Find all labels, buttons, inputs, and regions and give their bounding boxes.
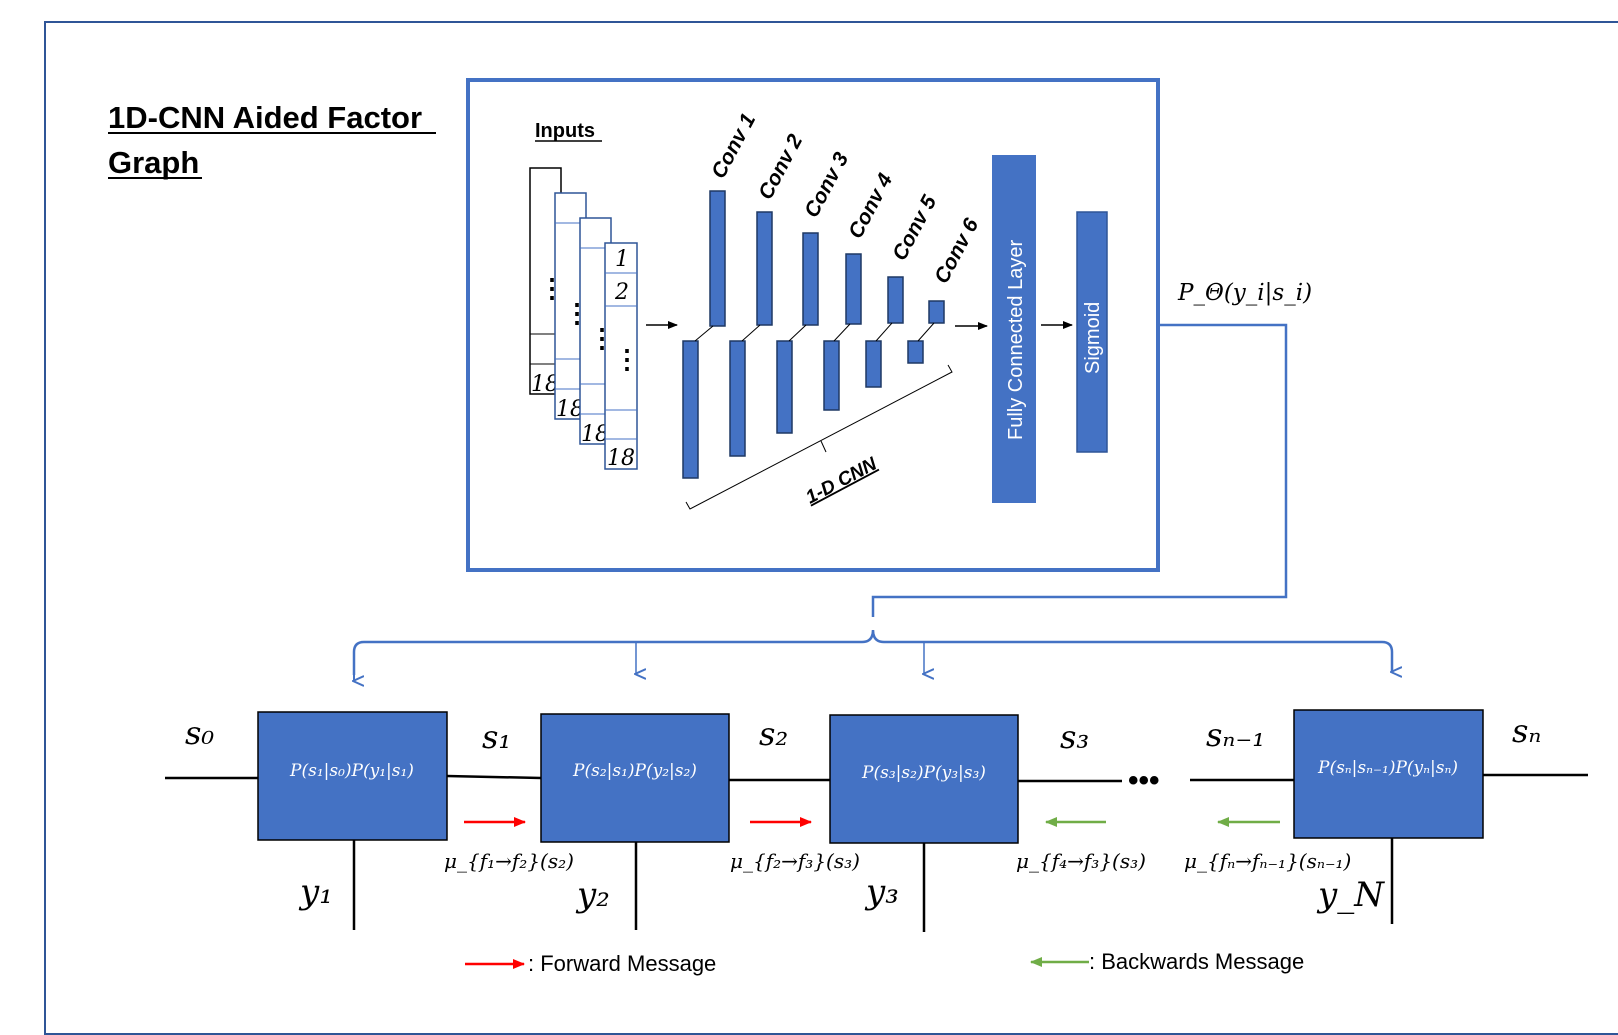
- observation-label-y3: y₃: [864, 872, 899, 912]
- input-stack: ⋮ 18 ⋮ 18 ⋮ 18 1 2 ⋮ 18: [529, 167, 640, 471]
- cnn-bracket: [685, 364, 953, 510]
- input-cell-second: 2: [614, 280, 629, 305]
- conv2-upper-bar: [756, 211, 773, 326]
- conv-stack: [682, 190, 945, 479]
- state-label-s3: s₃: [1060, 718, 1089, 756]
- factor-box-3-label: P(s₃|s₂)P(y₃|s₃): [861, 763, 986, 783]
- chain-ellipsis: •••: [1128, 764, 1160, 797]
- factor-box-2-label: P(s₂|s₁)P(y₂|s₂): [572, 761, 697, 781]
- conv4-connector: [833, 323, 851, 342]
- conv6-upper-bar: [928, 300, 945, 324]
- sigmoid-label: Sigmoid: [1082, 302, 1104, 374]
- conv3-connector: [788, 324, 807, 342]
- title-line-2: Graph: [108, 145, 199, 180]
- input-dots: ⋮: [614, 344, 640, 374]
- message-label-2: μ_{f₂→f₃}(s₃): [730, 849, 860, 873]
- conv3-label: Conv 3: [800, 148, 853, 221]
- factor-box-2: [540, 713, 730, 843]
- input-cell-first: 1: [615, 247, 629, 272]
- input-cell-last: 18: [607, 446, 635, 471]
- conv5-upper-bar: [887, 276, 904, 324]
- conv5-label: Conv 5: [888, 191, 941, 264]
- conv2-lower-bar: [729, 340, 746, 457]
- factor-box-n-label: P(sₙ|sₙ₋₁)P(yₙ|sₙ): [1317, 758, 1458, 778]
- factor-box-1: [257, 711, 448, 841]
- inputs-label: Inputs: [535, 120, 595, 142]
- conv4-label: Conv 4: [844, 169, 897, 242]
- conv1-lower-bar: [682, 340, 699, 479]
- input-vector-4: [604, 242, 638, 470]
- message-label-1: μ_{f₁→f₂}(s₂): [444, 849, 574, 873]
- conv5-connector: [875, 322, 893, 342]
- conv1-label: Conv 1: [707, 110, 760, 183]
- outer-frame: [44, 21, 1618, 1035]
- distribution-brace: [352, 629, 1394, 675]
- factor-box-1-label: P(s₁|s₀)P(y₁|s₁): [289, 761, 414, 781]
- state-label-s0: s₀: [185, 714, 214, 752]
- conv6-label: Conv 6: [930, 214, 983, 287]
- sigmoid-layer: [1076, 211, 1108, 453]
- cnn-bracket-label: 1-D CNN: [802, 453, 881, 508]
- title-line-1: 1D-CNN Aided Factor: [108, 100, 422, 135]
- legend-backward-label: : Backwards Message: [1089, 949, 1304, 974]
- cnn-output-label: P_Θ(y_i|s_i): [1177, 280, 1312, 306]
- state-label-s1: s₁: [482, 718, 511, 756]
- conv4-lower-bar: [823, 340, 840, 411]
- conv2-label: Conv 2: [754, 130, 807, 203]
- cnn-output-connector: [871, 323, 1288, 617]
- conv1-upper-bar: [709, 190, 726, 327]
- conv3-lower-bar: [776, 340, 793, 434]
- message-label-3: μ_{f₄→f₃}(s₃): [1016, 849, 1146, 873]
- conv3-upper-bar: [802, 232, 819, 326]
- observation-label-y1: y₁: [298, 872, 333, 912]
- state-label-s2: s₂: [759, 715, 788, 753]
- conv6-lower-bar: [907, 340, 924, 364]
- fully-connected-layer: [992, 155, 1036, 503]
- conv6-connector: [917, 322, 935, 342]
- state-label-sn-1: sₙ₋₁: [1206, 716, 1265, 754]
- fully-connected-label: Fully Connected Layer: [1005, 240, 1027, 440]
- chain-line-s1: [446, 774, 542, 780]
- message-label-4: μ_{fₙ→fₙ₋₁}(sₙ₋₁): [1184, 849, 1351, 873]
- conv1-connector: [694, 325, 714, 342]
- conv5-lower-bar: [865, 340, 882, 388]
- cnn-bracket-tick: [820, 440, 827, 453]
- legend-forward-label: : Forward Message: [528, 951, 716, 976]
- conv4-upper-bar: [845, 253, 862, 325]
- observation-label-y2: y₂: [575, 875, 610, 915]
- factor-box-n: [1293, 709, 1484, 839]
- conv2-connector: [741, 324, 761, 342]
- state-label-sn: sₙ: [1512, 712, 1541, 750]
- observation-label-yn: y_N: [1316, 875, 1385, 915]
- factor-box-3: [829, 714, 1019, 844]
